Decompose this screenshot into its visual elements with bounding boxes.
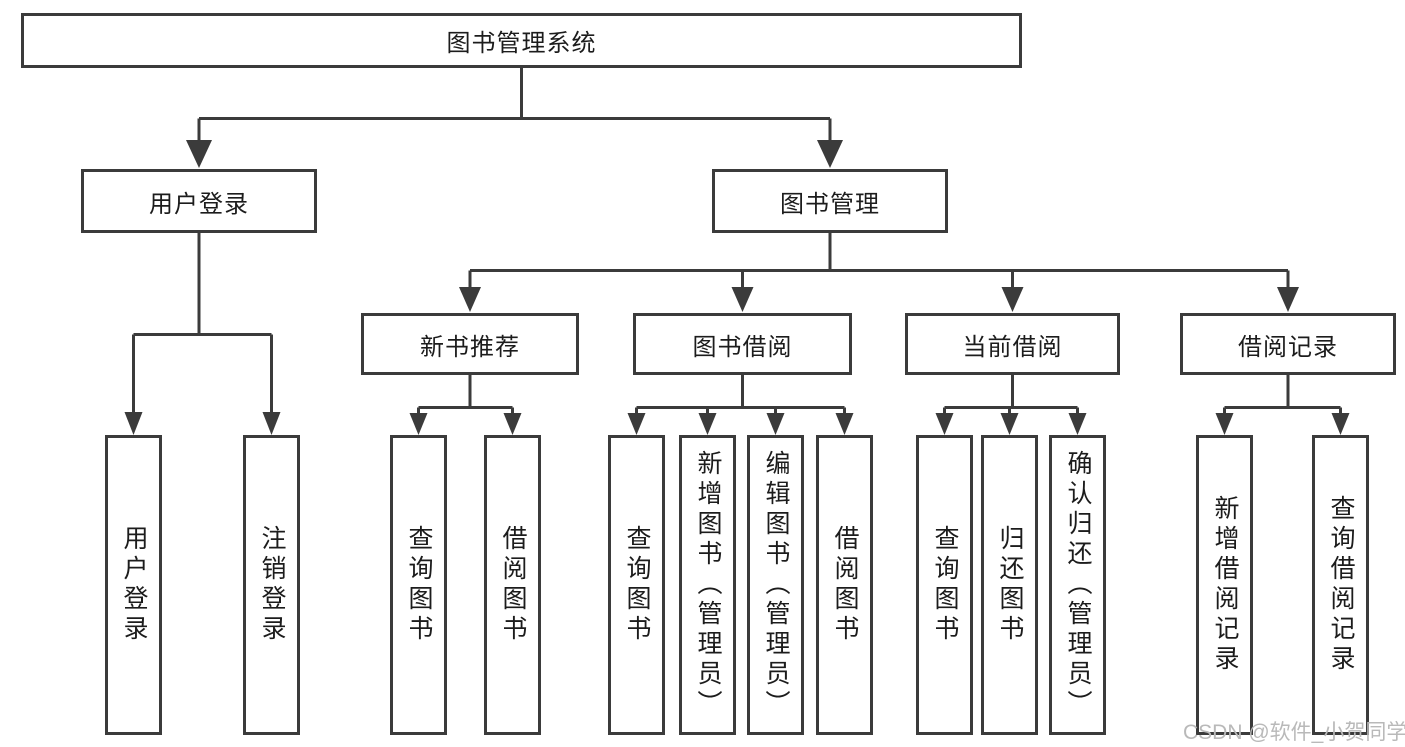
leaf-label: 查询图书: [623, 525, 651, 645]
arrow-down-icon: [1000, 413, 1019, 435]
leaf-label: 借阅图书: [831, 525, 859, 645]
leaf-label: 编辑图书（管理员）: [762, 450, 790, 720]
arrow-down-icon: [935, 413, 954, 435]
node-new-book-recommend: 新书推荐: [361, 313, 579, 375]
node-label: 借阅记录: [1238, 333, 1338, 361]
leaf-query-books-recommend: 查询图书: [390, 435, 447, 735]
arrowheads: [124, 140, 1350, 435]
leaf-label: 新增借阅记录: [1211, 495, 1239, 675]
arrow-down-icon: [817, 140, 843, 168]
node-label: 图书借阅: [692, 333, 793, 361]
leaf-confirm-return-admin: 确认归还（管理员）: [1049, 435, 1106, 735]
leaf-add-borrow-record: 新增借阅记录: [1196, 435, 1253, 735]
arrow-down-icon: [1331, 413, 1350, 435]
node-current-borrow: 当前借阅: [905, 313, 1120, 375]
leaf-label: 借阅图书: [499, 525, 527, 645]
leaf-return-books: 归还图书: [981, 435, 1038, 735]
arrow-down-icon: [262, 412, 281, 435]
arrow-down-icon: [627, 413, 646, 435]
arrow-down-icon: [503, 413, 522, 435]
leaf-query-borrow-record: 查询借阅记录: [1312, 435, 1369, 735]
arrow-down-icon: [835, 413, 854, 435]
csdn-watermark: CSDN @软件_小贺同学: [1183, 721, 1405, 744]
leaf-label: 确认归还（管理员）: [1064, 450, 1092, 720]
node-label: 图书管理: [780, 190, 880, 218]
leaf-label: 注销登录: [258, 525, 286, 645]
node-borrow-records: 借阅记录: [1180, 313, 1396, 375]
leaf-label: 查询借阅记录: [1327, 495, 1355, 675]
leaf-query-books-current: 查询图书: [916, 435, 973, 735]
leaf-label: 用户登录: [120, 525, 148, 645]
node-label: 当前借阅: [962, 333, 1063, 361]
arrow-down-icon: [186, 140, 212, 168]
node-label: 新书推荐: [420, 333, 520, 361]
leaf-label: 查询图书: [931, 525, 959, 645]
node-book-management: 图书管理: [712, 169, 948, 233]
leaf-user-login: 用户登录: [105, 435, 162, 735]
arrow-down-icon: [698, 413, 717, 435]
leaf-label: 查询图书: [405, 525, 433, 645]
arrow-down-icon: [766, 413, 785, 435]
arrow-down-icon: [1215, 413, 1234, 435]
node-label: 图书管理系统: [446, 30, 597, 57]
leaf-label: 归还图书: [996, 525, 1024, 645]
leaf-logout: 注销登录: [243, 435, 300, 735]
edge-lines: [132, 67, 1342, 417]
leaf-add-books-admin: 新增图书（管理员）: [679, 435, 736, 735]
arrow-down-icon: [409, 413, 428, 435]
arrow-down-icon: [1068, 413, 1087, 435]
arrow-down-icon: [124, 412, 143, 435]
arrow-down-icon: [1277, 287, 1299, 312]
node-root-system: 图书管理系统: [21, 13, 1022, 68]
arrow-down-icon: [1001, 287, 1024, 312]
arrow-down-icon: [459, 287, 481, 312]
node-label: 用户登录: [149, 190, 249, 218]
leaf-borrow-books-recommend: 借阅图书: [484, 435, 541, 735]
leaf-query-books-borrow: 查询图书: [608, 435, 665, 735]
node-book-borrow: 图书借阅: [633, 313, 852, 375]
leaf-borrow-books: 借阅图书: [816, 435, 873, 735]
node-user-login: 用户登录: [81, 169, 317, 233]
arrow-down-icon: [731, 287, 754, 312]
leaf-label: 新增图书（管理员）: [694, 450, 722, 720]
leaf-edit-books-admin: 编辑图书（管理员）: [747, 435, 804, 735]
